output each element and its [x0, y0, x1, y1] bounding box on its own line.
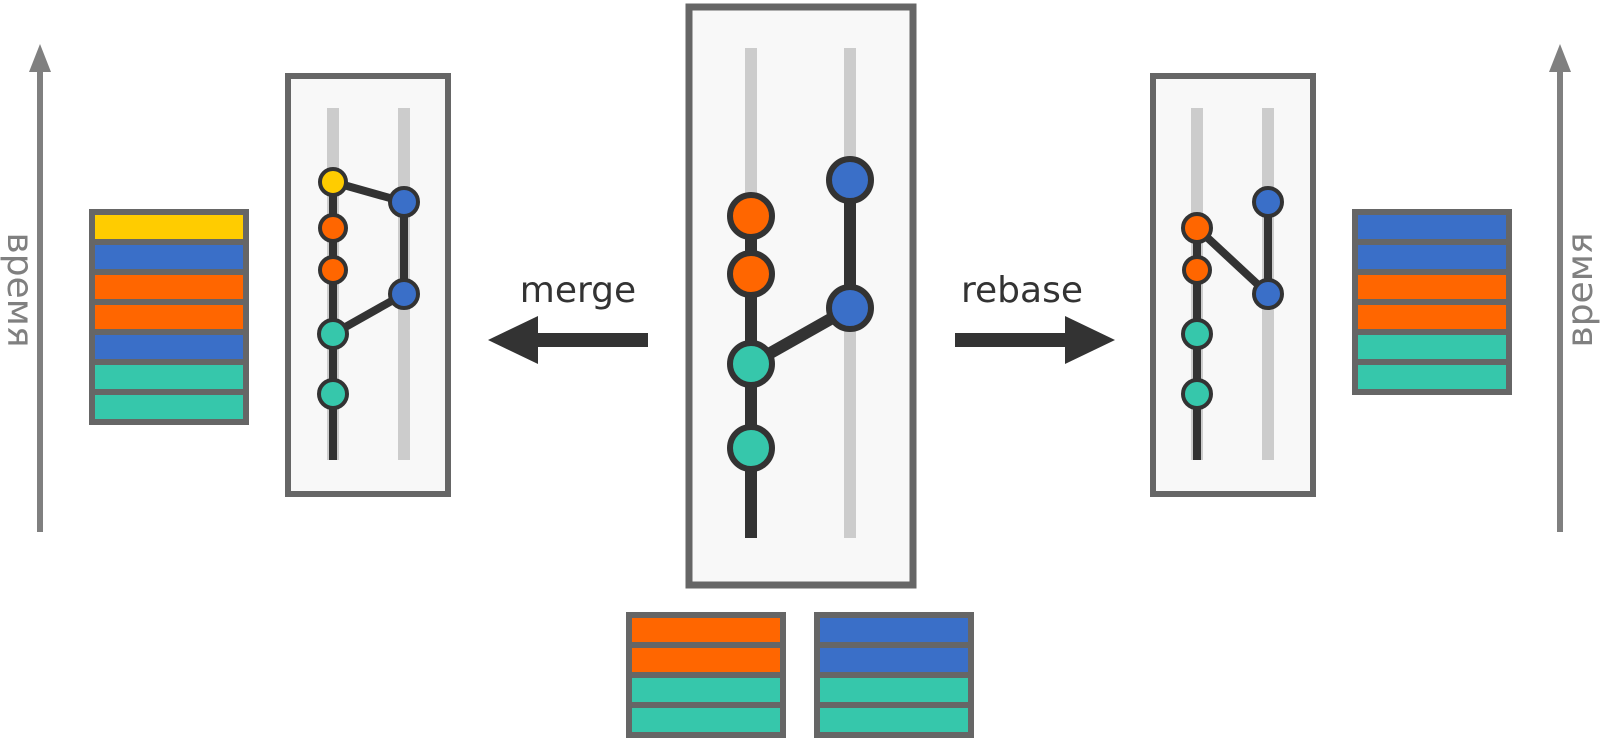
rebase-arrow: rebase	[955, 270, 1115, 364]
feature-blue-node	[1252, 278, 1284, 310]
commit-bar-feature-blue	[95, 245, 243, 269]
commit-bar-main-branch	[632, 678, 780, 702]
commit-bar-main-branch	[820, 708, 968, 732]
commit-bar-feature-blue	[820, 618, 968, 642]
commit-bar-main-branch	[632, 708, 780, 732]
feature-orange-node	[318, 255, 348, 285]
commit-bar-feature-blue	[95, 335, 243, 359]
time-axis-right: время	[1549, 44, 1600, 532]
main-branch-node	[727, 424, 775, 472]
time-axis-left: время	[0, 44, 51, 532]
rebase-label: rebase	[961, 270, 1083, 311]
feature-orange-node	[727, 192, 775, 240]
feature-orange-node	[1181, 212, 1213, 244]
feature-orange-node	[318, 213, 348, 243]
feature-blue-node	[826, 156, 874, 204]
feature-blue-node	[388, 186, 420, 218]
commit-bar-main-branch	[820, 678, 968, 702]
rebase-graph-panel	[1150, 73, 1316, 497]
commit-bar-feature-blue	[1358, 245, 1506, 269]
feature-orange-node	[727, 250, 775, 298]
commit-bar-main-branch	[95, 395, 243, 419]
merge-commit-node	[318, 167, 348, 197]
stack-frame	[1352, 209, 1512, 395]
commit-bar-main-branch	[1358, 365, 1506, 389]
commit-bar-feature-blue	[820, 648, 968, 672]
commit-bar-feature-orange	[95, 275, 243, 299]
commit-bar-main-branch	[1358, 335, 1506, 359]
time-label-left: время	[0, 232, 40, 347]
commit-bar-feature-orange	[1358, 305, 1506, 329]
commit-bar-feature-orange	[1358, 275, 1506, 299]
source-stack-orange	[626, 612, 786, 738]
commit-bar-feature-orange	[95, 305, 243, 329]
main-branch-node	[317, 378, 349, 410]
merge-graph-panel	[285, 73, 451, 497]
commit-bar-merge-commit	[95, 215, 243, 239]
main-branch-node	[1181, 318, 1213, 350]
merge-result-stack	[89, 209, 249, 425]
merge-arrow: merge	[488, 270, 648, 364]
rebase-result-stack	[1352, 209, 1512, 395]
feature-blue-node	[1252, 186, 1284, 218]
commit-bar-feature-blue	[1358, 215, 1506, 239]
commit-bar-feature-orange	[632, 648, 780, 672]
commit-bar-feature-orange	[632, 618, 780, 642]
source-stack-blue	[814, 612, 974, 738]
source-graph-panel	[685, 3, 917, 589]
main-branch-node	[727, 340, 775, 388]
main-branch-node	[1181, 378, 1213, 410]
merge-label: merge	[520, 270, 636, 311]
feature-blue-node	[388, 278, 420, 310]
time-label-right: время	[1560, 232, 1600, 347]
feature-blue-node	[826, 284, 874, 332]
commit-bar-main-branch	[95, 365, 243, 389]
main-branch-node	[317, 318, 349, 350]
feature-orange-node	[1182, 255, 1212, 285]
